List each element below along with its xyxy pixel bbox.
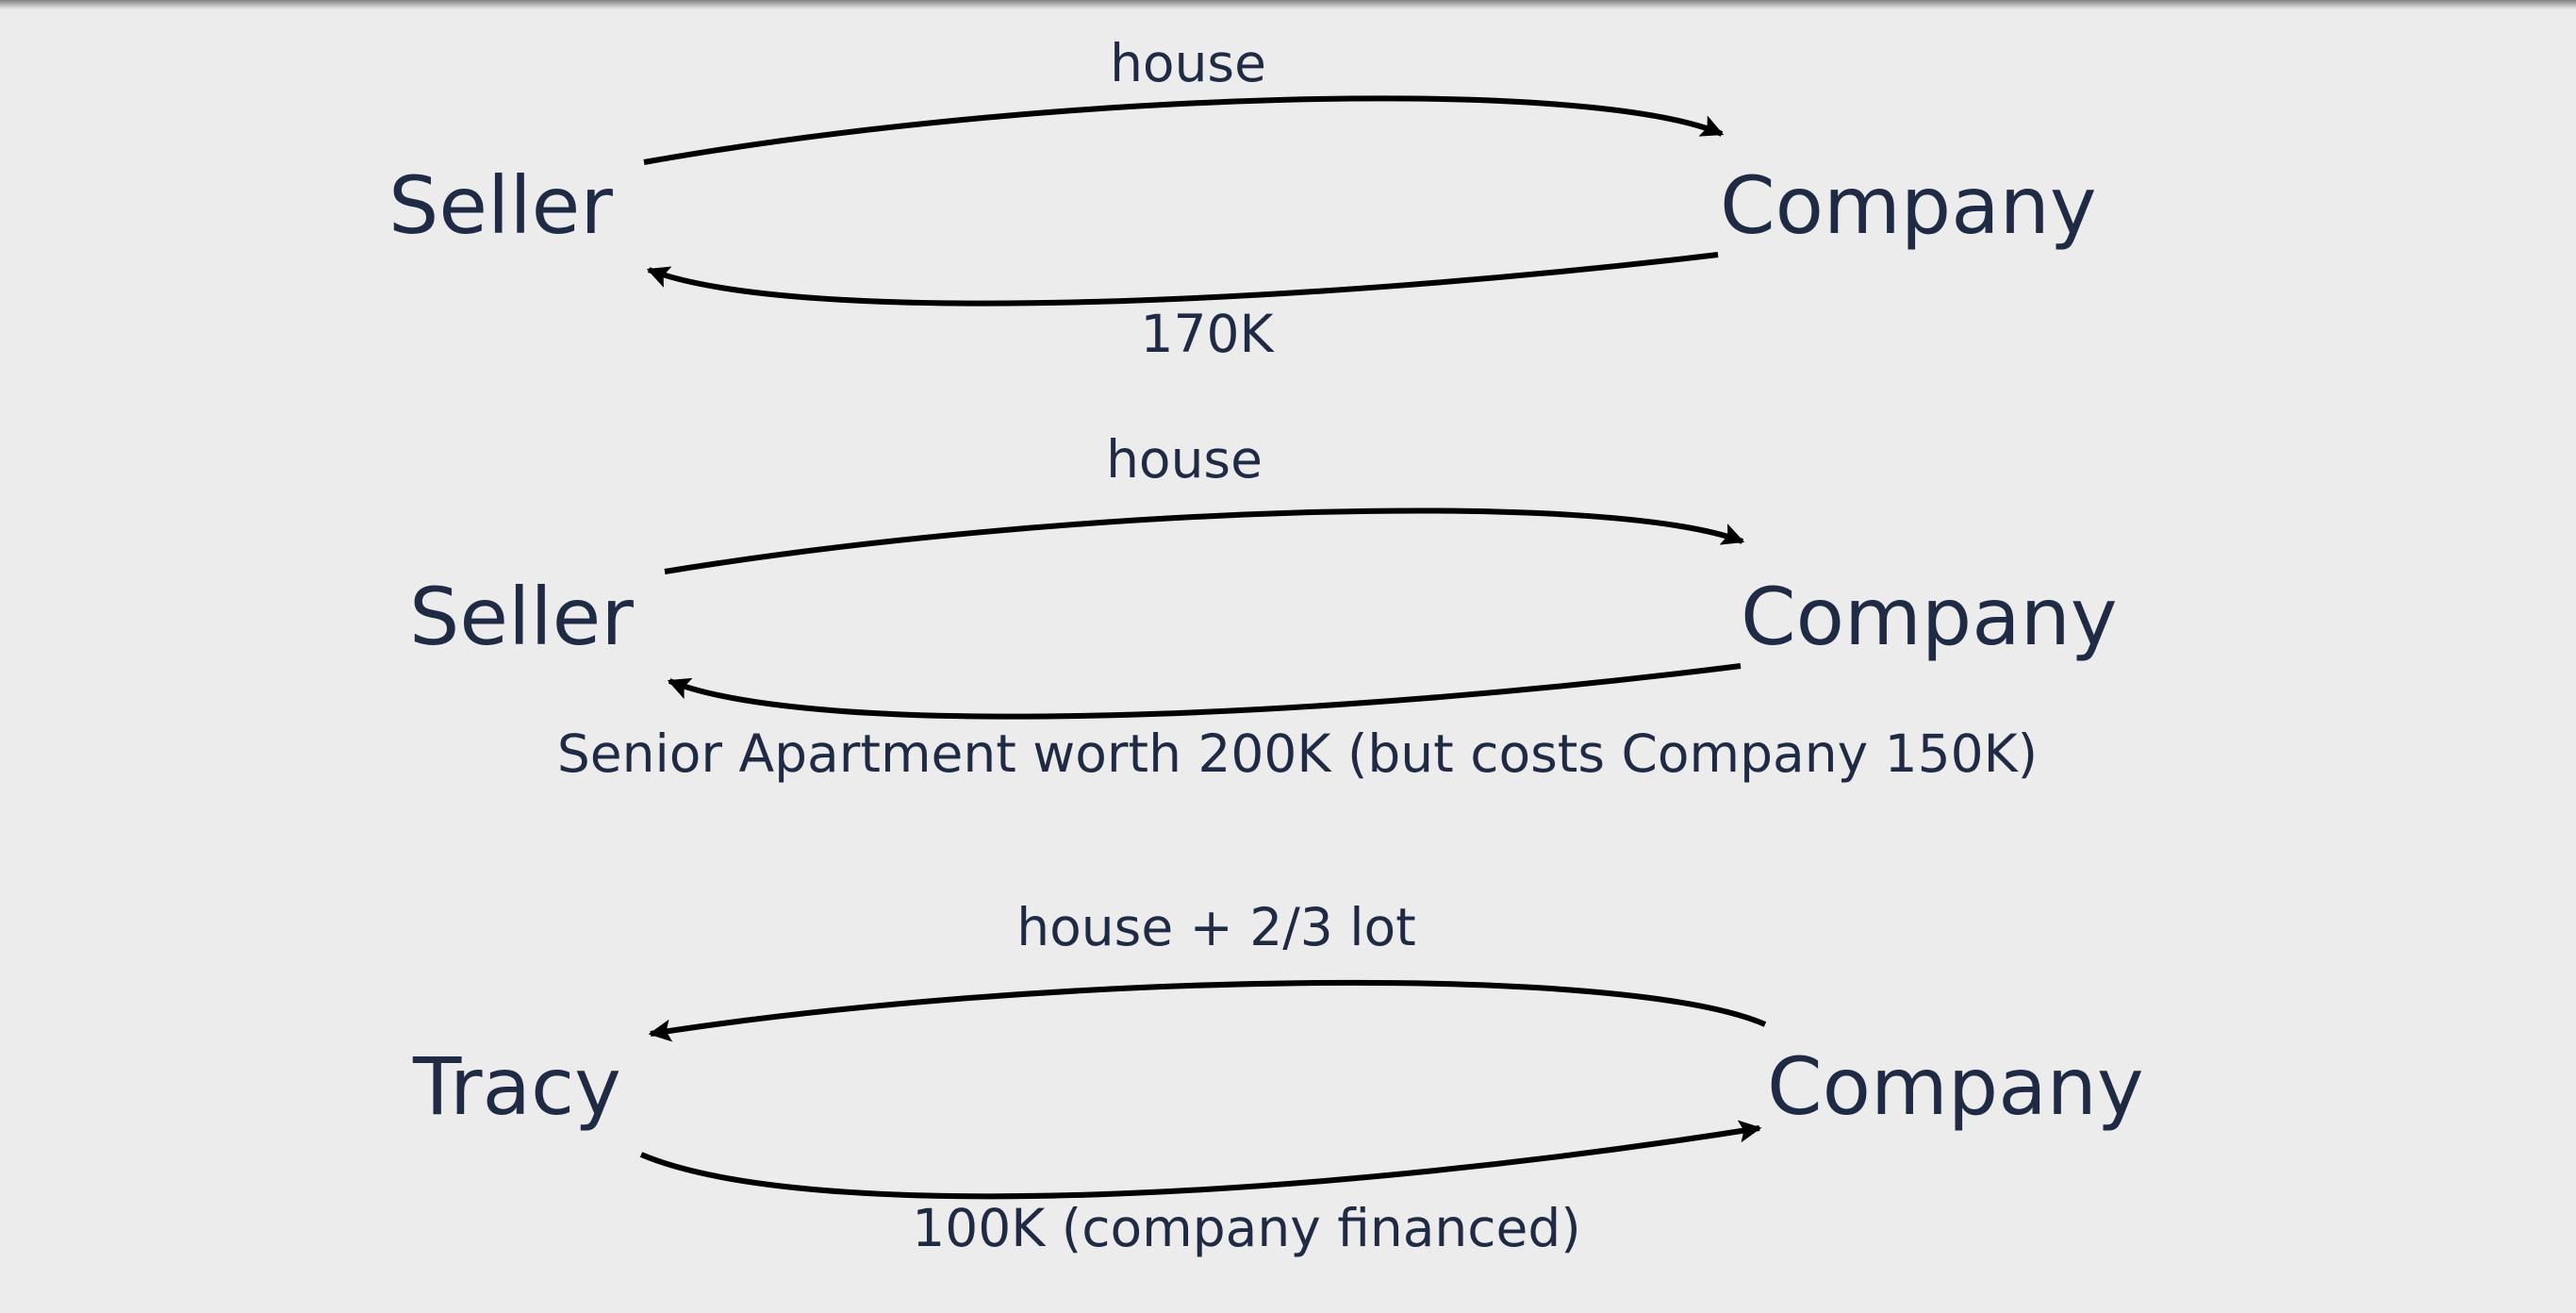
d3-bottom-label: 100K (company financed) — [912, 1198, 1581, 1258]
d1-top-label: house — [1110, 33, 1266, 93]
d2-arrow-company-to-seller — [667, 663, 1742, 720]
d1-arrow-company-to-seller — [646, 252, 1719, 307]
d2-left-party: Seller — [409, 571, 634, 663]
d1-arrow-seller-to-company — [643, 95, 1725, 165]
d3-top-label: house + 2/3 lot — [1016, 897, 1416, 957]
d1-bottom-label: 170K — [1140, 304, 1274, 364]
d1-left-party: Seller — [388, 159, 613, 252]
d1-right-party: Company — [1720, 159, 2097, 252]
top-edge-shadow — [0, 0, 2576, 9]
d2-arrow-seller-to-company — [664, 507, 1745, 574]
d2-right-party: Company — [1741, 571, 2118, 663]
d3-right-party: Company — [1767, 1040, 2144, 1133]
d2-top-label: house — [1106, 429, 1263, 490]
d3-arrow-tracy-to-company — [639, 1120, 1762, 1200]
d3-left-party: Tracy — [413, 1040, 621, 1133]
d3-arrow-company-to-tracy — [648, 979, 1767, 1042]
d2-bottom-label: Senior Apartment worth 200K (but costs C… — [556, 723, 2039, 784]
